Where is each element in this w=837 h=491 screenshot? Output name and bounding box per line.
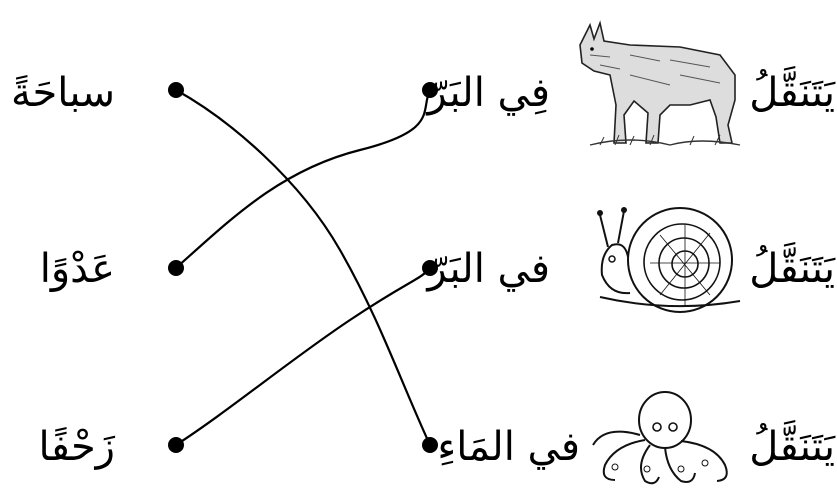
wolf-icon	[580, 23, 740, 145]
left-word-3: زَحْفًا	[0, 422, 115, 472]
verb-text-3: يَتَنَقَّلُ	[735, 422, 835, 472]
place-text-3: في المَاءِ	[440, 422, 580, 472]
left-dot[interactable]	[168, 82, 184, 98]
right-dot[interactable]	[422, 437, 438, 453]
verb-text-2: يَتَنَقَّلُ	[735, 244, 835, 294]
left-dot[interactable]	[168, 437, 184, 453]
connector-line-2	[176, 90, 430, 268]
verb-text-1: يَتَنَقَّلُ	[735, 68, 835, 118]
place-text-2: في البَرّ	[440, 244, 550, 294]
left-word-1: سباحَةً	[0, 68, 115, 118]
snail-icon	[597, 207, 740, 312]
left-dot[interactable]	[168, 260, 184, 276]
octopus-icon	[593, 392, 727, 483]
place-text-1: فِي البَرّ	[440, 68, 550, 118]
connector-line-1	[176, 90, 430, 445]
left-word-2: عَدْوًا	[0, 244, 115, 294]
